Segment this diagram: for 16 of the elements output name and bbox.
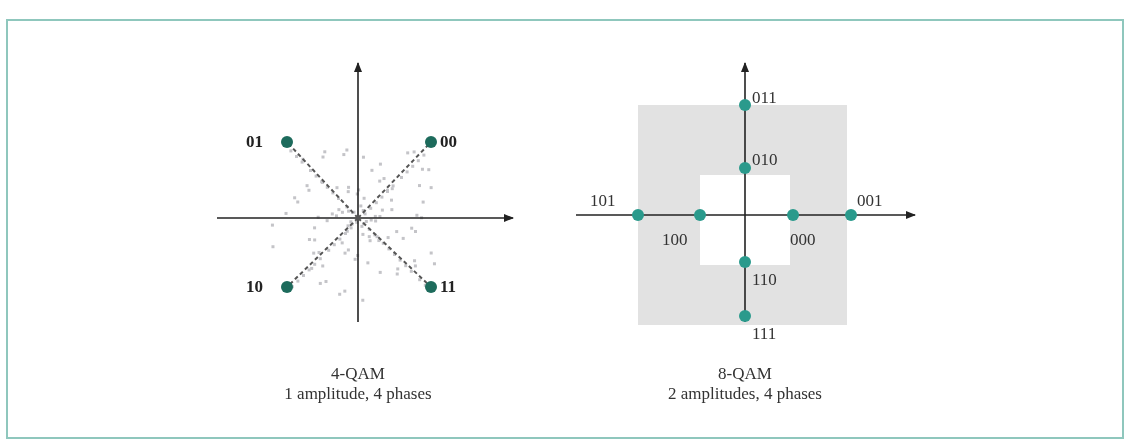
point-label: 010: [752, 150, 778, 170]
point-label: 00: [440, 132, 457, 152]
caption: 4-QAM: [331, 364, 385, 384]
point-label: 111: [752, 324, 777, 344]
point-label: 11: [440, 277, 457, 297]
point-label: 000: [790, 230, 816, 250]
caption: 8-QAM: [718, 364, 772, 384]
point-label: 001: [857, 191, 883, 211]
point-label: 011: [752, 88, 777, 108]
point-label: 10: [246, 277, 263, 297]
caption: 2 amplitudes, 4 phases: [668, 384, 822, 404]
point-label: 01: [246, 132, 263, 152]
caption: 1 amplitude, 4 phases: [284, 384, 432, 404]
point-label: 101: [590, 191, 616, 211]
point-label: 100: [662, 230, 688, 250]
point-label: 110: [752, 270, 777, 290]
